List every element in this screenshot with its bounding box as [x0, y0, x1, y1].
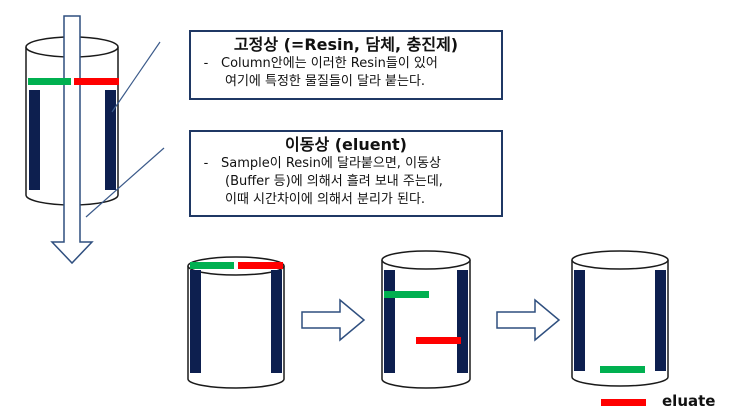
- main-column-green-band: [28, 78, 71, 85]
- column-step-3: [571, 250, 669, 387]
- column-step-2-green-band: [384, 291, 429, 298]
- flow-down-arrow: [50, 15, 94, 265]
- mobile-phase-line-1: -Sample이 Resin에 달라붙으면, 이동상: [191, 155, 501, 173]
- eluate-label: eluate: [662, 392, 716, 410]
- step-arrow-1: [301, 298, 366, 342]
- stationary-phase-line-2: 여기에 특정한 물질들이 달라 붙는다.: [191, 73, 501, 91]
- mobile-phase-line-3: 이때 시간차이에 의해서 분리가 된다.: [191, 191, 501, 209]
- column-step-2-resin-right: [457, 270, 468, 373]
- main-column: [25, 15, 119, 265]
- column-step-2-top: [381, 250, 471, 270]
- mobile-phase-bullet: -: [203, 156, 209, 171]
- mobile-phase-text-1: Sample이 Resin에 달라붙으면, 이동상: [221, 156, 441, 171]
- column-step-2-body: [381, 260, 471, 389]
- eluate-red-band: [601, 399, 646, 406]
- mobile-phase-box: 이동상 (eluent) -Sample이 Resin에 달라붙으면, 이동상 …: [189, 130, 503, 217]
- column-step-2-red-band: [416, 337, 461, 344]
- column-step-3-top: [571, 250, 669, 270]
- stationary-phase-text-2: 여기에 특정한 물질들이 달라 붙는다.: [225, 74, 426, 89]
- main-column-resin-right: [105, 90, 116, 190]
- stationary-phase-text-1: Column안에는 이러한 Resin들이 있어: [221, 56, 438, 71]
- mobile-phase-line-2: (Buffer 등)에 의해서 흘려 보내 주는데,: [191, 173, 501, 191]
- mobile-phase-text-2: (Buffer 등)에 의해서 흘려 보내 주는데,: [225, 174, 443, 189]
- column-step-3-green-band: [600, 366, 645, 373]
- main-column-red-band: [74, 78, 119, 85]
- column-step-2-resin-left: [384, 270, 395, 373]
- stationary-phase-title: 고정상 (=Resin, 담체, 충진제): [233, 35, 459, 54]
- column-step-1-top: [187, 256, 285, 276]
- column-step-1-resin-right: [271, 270, 282, 373]
- mobile-phase-title: 이동상 (eluent): [285, 135, 407, 154]
- column-step-3-resin-left: [574, 270, 585, 371]
- column-step-2: [381, 250, 471, 389]
- step-arrow-2: [496, 298, 561, 342]
- column-step-1-resin-left: [190, 270, 201, 373]
- stationary-phase-bullet: -: [203, 56, 209, 71]
- leader-line-resin: [111, 41, 161, 113]
- stationary-phase-box: 고정상 (=Resin, 담체, 충진제) -Column안에는 이러한 Res…: [189, 30, 503, 100]
- mobile-phase-text-3: 이때 시간차이에 의해서 분리가 된다.: [225, 192, 426, 207]
- column-step-3-body: [571, 260, 669, 387]
- column-step-1-green-band: [190, 262, 234, 269]
- column-step-1-red-band: [238, 262, 283, 269]
- column-step-1-body: [187, 266, 285, 389]
- leader-line-eluent: [85, 147, 165, 218]
- main-column-resin-left: [29, 90, 40, 190]
- column-step-1: [187, 256, 285, 389]
- stationary-phase-line-1: -Column안에는 이러한 Resin들이 있어: [191, 55, 501, 73]
- column-step-3-resin-right: [655, 270, 666, 371]
